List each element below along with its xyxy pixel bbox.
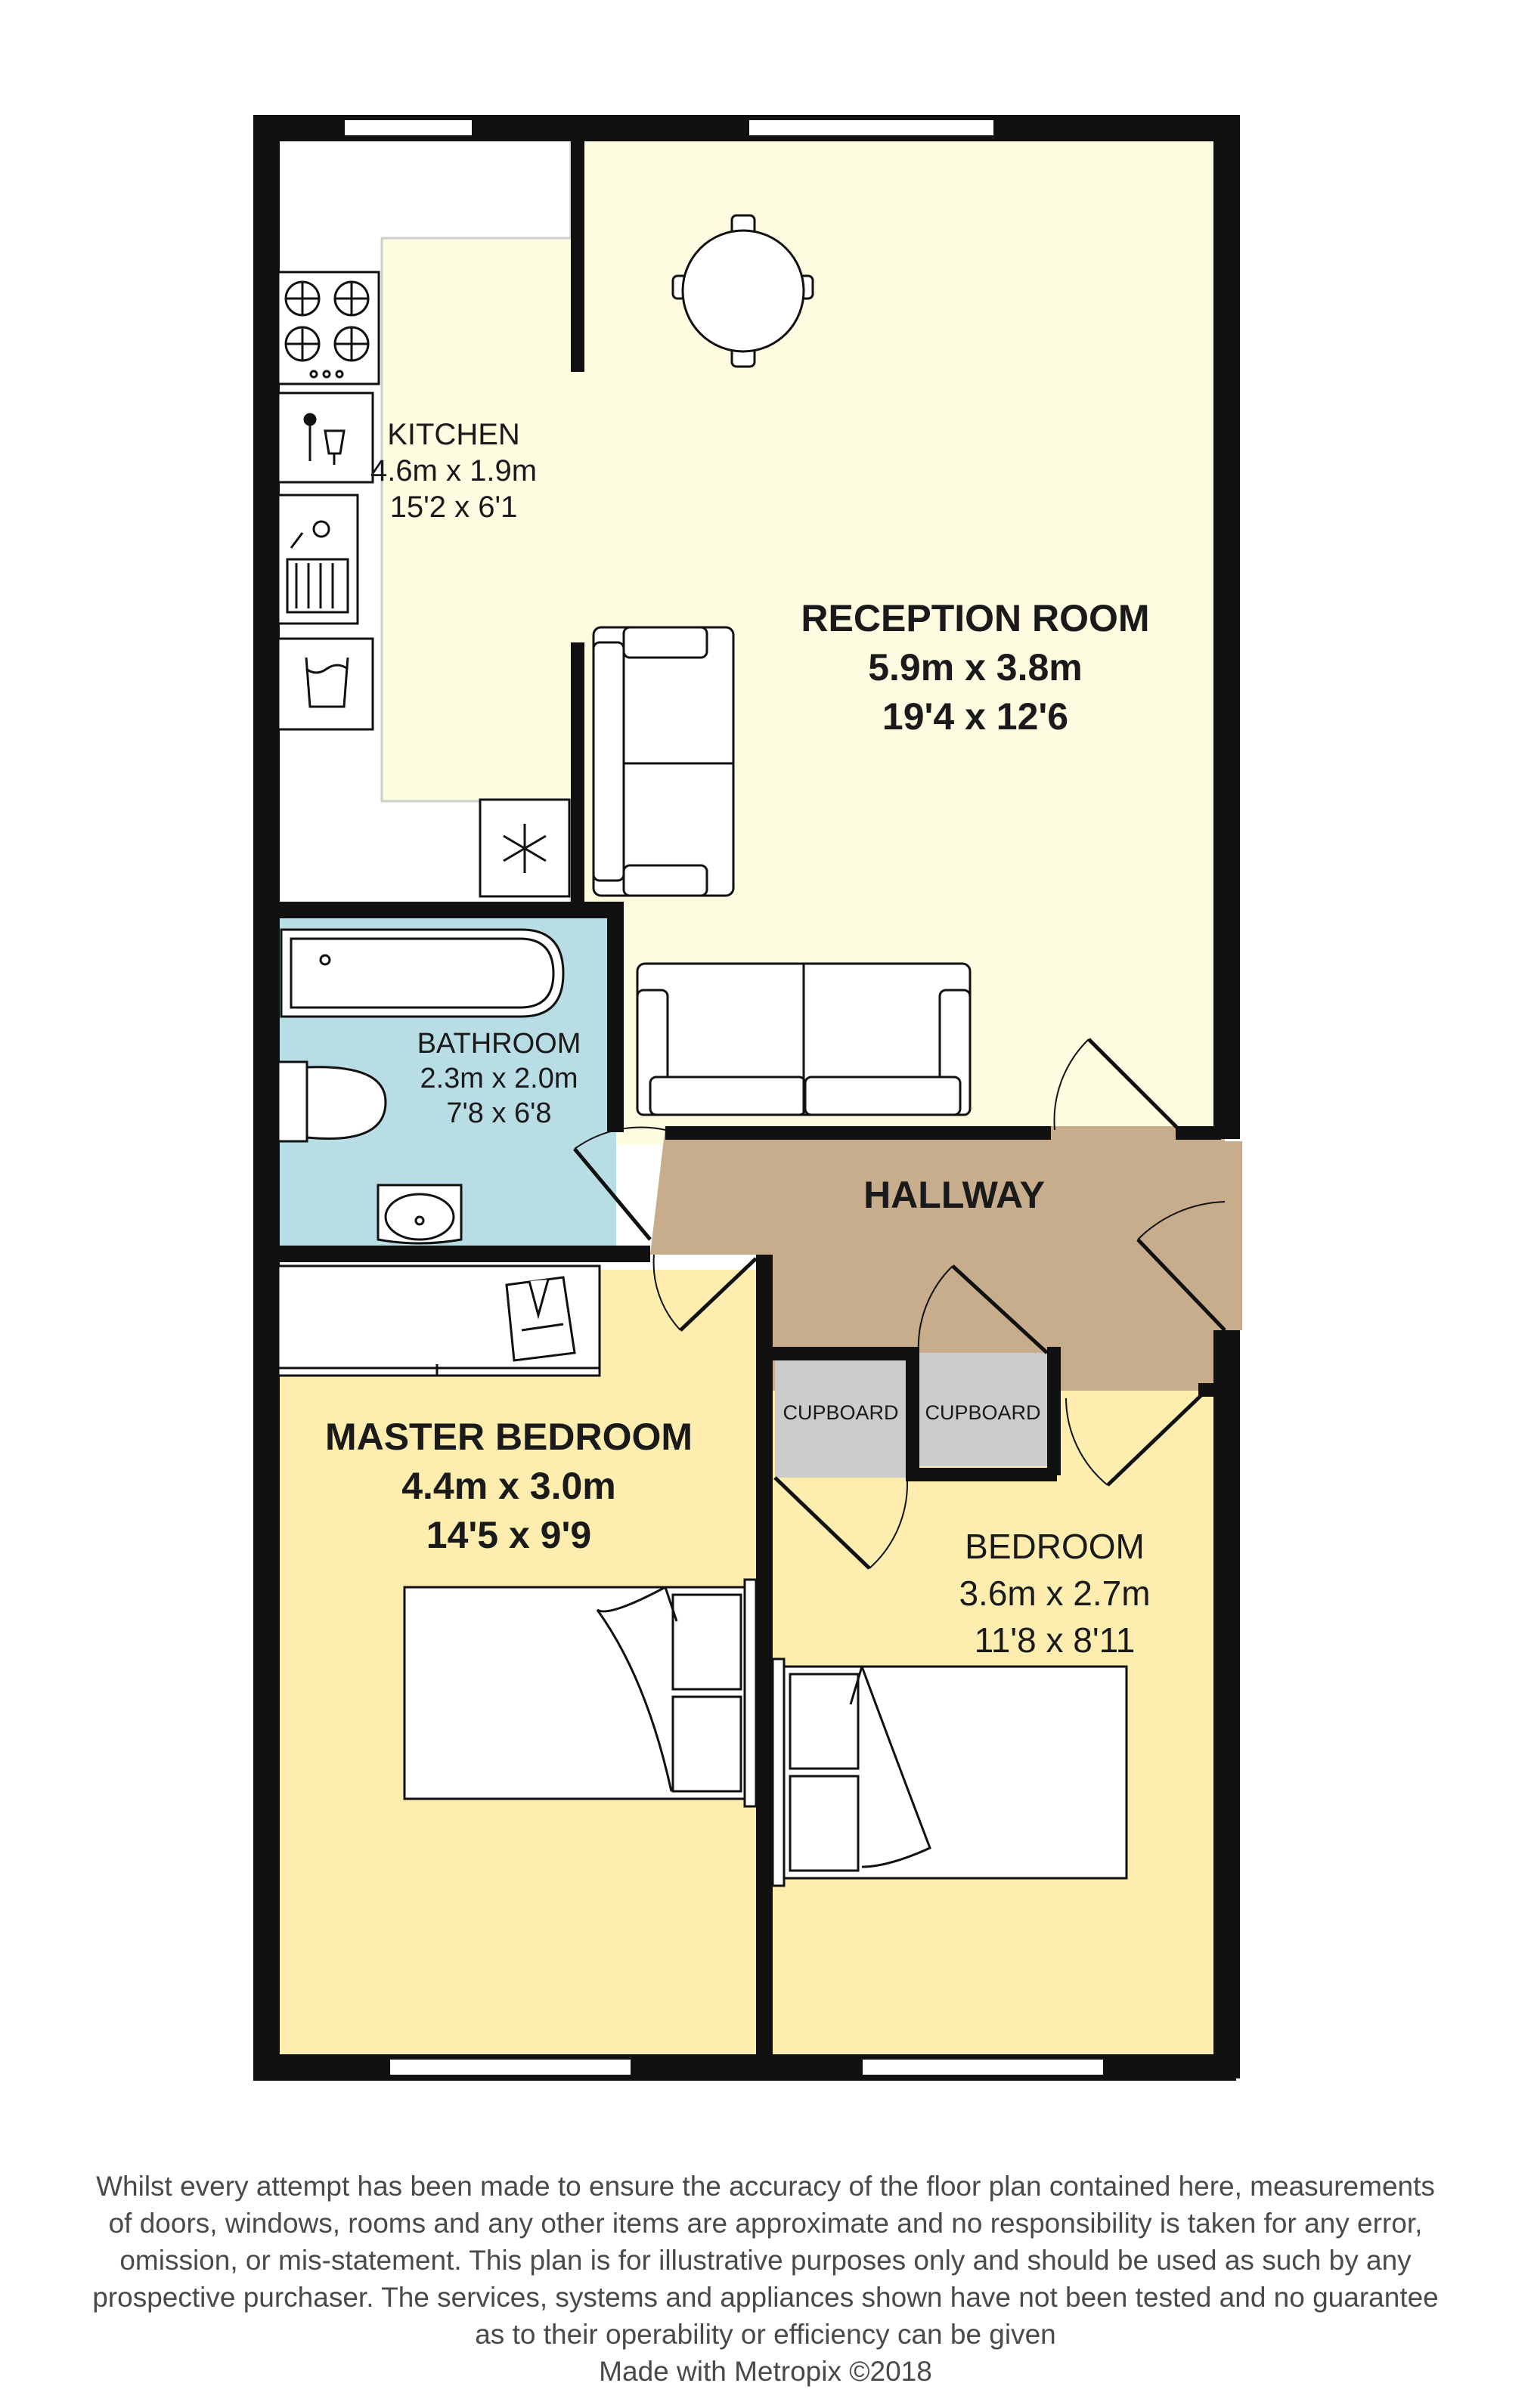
wall-kitchen-divider-mid bbox=[571, 642, 584, 911]
sofa-icon bbox=[636, 962, 972, 1116]
wall-hall-right-lower bbox=[1198, 1383, 1225, 1397]
bedroom-metric: 3.6m x 2.7m bbox=[959, 1574, 1150, 1613]
wall-right-lower bbox=[1213, 1330, 1240, 2078]
master-bedroom-imperial: 14'5 x 9'9 bbox=[426, 1514, 591, 1556]
room-labels: KITCHEN 4.6m x 1.9m 15'2 x 6'1 RECEPTION… bbox=[325, 418, 1151, 1660]
window-kitchen bbox=[343, 119, 473, 137]
bathroom-name: BATHROOM bbox=[417, 1028, 581, 1060]
reception-name: RECEPTION ROOM bbox=[801, 597, 1149, 639]
kitchen-metric: 4.6m x 1.9m bbox=[370, 454, 537, 487]
cupboard-label-2: CUPBOARD bbox=[925, 1401, 1040, 1424]
wall-hall-top-right bbox=[1176, 1126, 1221, 1140]
window-reception bbox=[748, 119, 995, 137]
double-bed-master-icon bbox=[403, 1578, 758, 1808]
cupboard-floor-2 bbox=[919, 1353, 1047, 1466]
washing-machine-icon bbox=[277, 637, 374, 731]
bedroom-door-arc bbox=[1065, 1397, 1108, 1486]
kitchen-name: KITCHEN bbox=[387, 418, 520, 451]
master-bedroom-name: MASTER BEDROOM bbox=[325, 1416, 693, 1458]
wall-bathroom-right bbox=[607, 902, 624, 1132]
hallway-name: HALLWAY bbox=[863, 1174, 1045, 1216]
kitchen-appliances bbox=[277, 271, 571, 898]
master-bedroom-furniture bbox=[277, 1264, 758, 1808]
master-bedroom-metric: 4.4m x 3.0m bbox=[401, 1465, 616, 1507]
floor-plan: KITCHEN 4.6m x 1.9m 15'2 x 6'1 RECEPTION… bbox=[253, 115, 1242, 2081]
window-master-bedroom bbox=[389, 2058, 632, 2076]
reception-furniture bbox=[592, 214, 972, 1116]
bath-icon bbox=[280, 928, 565, 1018]
bathroom-door-leaf bbox=[573, 1147, 652, 1241]
clothes-icon bbox=[505, 1276, 576, 1362]
bathroom-door-arc bbox=[574, 1126, 666, 1150]
window-bedroom bbox=[861, 2058, 1105, 2076]
fridge-freezer-icon bbox=[479, 798, 571, 898]
bedroom-imperial: 11'8 x 8'11 bbox=[975, 1620, 1136, 1660]
master-door-leaf bbox=[679, 1257, 758, 1332]
wall-right-upper bbox=[1213, 115, 1240, 1139]
doors bbox=[573, 1038, 1242, 1570]
dining-table-icon bbox=[671, 214, 814, 368]
armchair-icon bbox=[592, 626, 735, 897]
cupboard-label-1: CUPBOARD bbox=[783, 1401, 898, 1424]
hall-cupboard-door-leaf bbox=[951, 1264, 1049, 1354]
credit-text: Made with Metropix ©2018 bbox=[599, 2356, 932, 2387]
bathroom-imperial: 7'8 x 6'8 bbox=[446, 1097, 551, 1129]
disclaimer-line: Whilst every attempt has been made to en… bbox=[96, 2171, 1435, 2202]
hob-icon bbox=[277, 271, 380, 385]
bathroom-metric: 2.3m x 2.0m bbox=[420, 1063, 578, 1094]
sink-icon bbox=[277, 494, 359, 625]
reception-imperial: 19'4 x 12'6 bbox=[882, 695, 1068, 738]
front-door-opening bbox=[1212, 1141, 1242, 1330]
front-door-arc bbox=[1137, 1201, 1226, 1240]
cupboard-door-arc bbox=[869, 1481, 909, 1569]
wall-left bbox=[253, 115, 280, 2080]
basin-icon bbox=[377, 1184, 463, 1245]
front-door-leaf bbox=[1136, 1238, 1226, 1332]
disclaimer-line: prospective purchaser. The services, sys… bbox=[92, 2282, 1439, 2313]
cupboard-floor-1 bbox=[775, 1353, 907, 1478]
disclaimer-line: as to their operability or efficiency ca… bbox=[475, 2319, 1056, 2350]
reception-door-leaf bbox=[1087, 1038, 1181, 1131]
wall-cupboard-right bbox=[1047, 1347, 1061, 1475]
reception-door-arc bbox=[1053, 1038, 1089, 1131]
wall-cupboard-bottom bbox=[906, 1468, 1057, 1481]
bedroom-furniture bbox=[771, 1657, 1128, 1887]
wall-hall-top bbox=[665, 1126, 1051, 1140]
dishwasher-icon bbox=[277, 392, 374, 484]
walls bbox=[253, 115, 1240, 2081]
wall-kitchen-divider-top bbox=[571, 141, 584, 372]
hall-cupboard-door-arc bbox=[917, 1265, 953, 1354]
kitchen-imperial: 15'2 x 6'1 bbox=[390, 491, 518, 524]
wall-cupboard-top bbox=[764, 1347, 915, 1360]
master-door-arc bbox=[652, 1254, 681, 1331]
disclaimer: Whilst every attempt has been made to en… bbox=[0, 2168, 1531, 2390]
reception-metric: 5.9m x 3.8m bbox=[868, 646, 1083, 689]
disclaimer-line: of doors, windows, rooms and any other i… bbox=[108, 2208, 1423, 2239]
bedroom-door-leaf bbox=[1106, 1393, 1204, 1487]
toilet-icon bbox=[277, 1060, 387, 1143]
wall-cupboard-mid bbox=[906, 1347, 919, 1481]
wall-bathroom-bottom bbox=[278, 1246, 650, 1262]
bedroom-name: BEDROOM bbox=[965, 1527, 1145, 1566]
bathroom-fixtures bbox=[277, 928, 565, 1245]
double-bed-icon bbox=[771, 1657, 1128, 1887]
hallway-floor bbox=[650, 1126, 1225, 1391]
wall-bathroom-top bbox=[278, 902, 622, 918]
disclaimer-line: omission, or mis-statement. This plan is… bbox=[119, 2245, 1412, 2276]
wall-master-divider bbox=[756, 1255, 773, 2056]
windows bbox=[343, 119, 1105, 2076]
cupboard-door-leaf bbox=[773, 1476, 871, 1570]
